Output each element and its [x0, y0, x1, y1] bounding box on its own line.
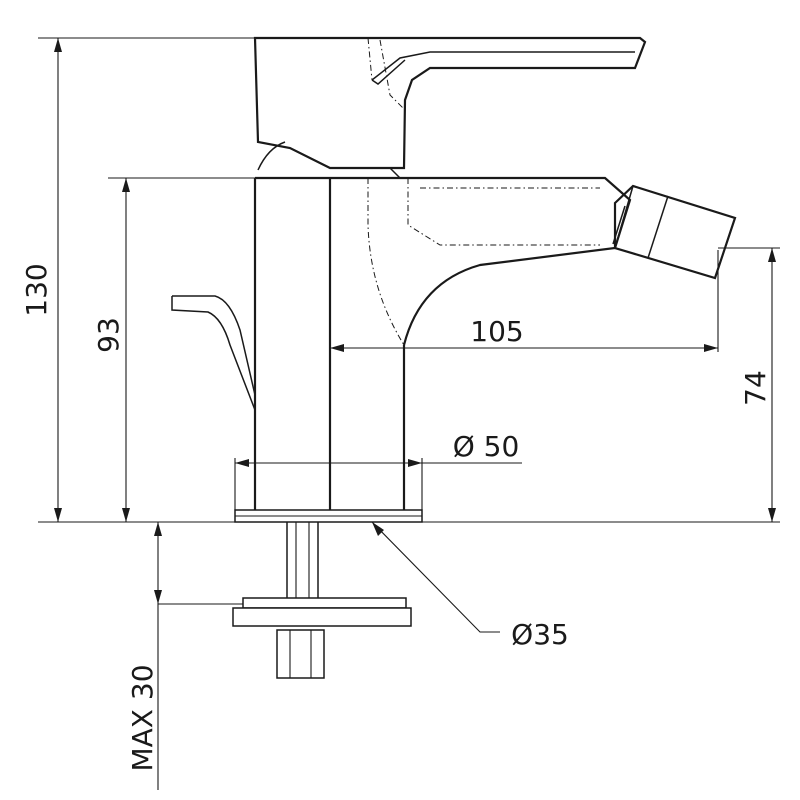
dimension-lines	[38, 37, 780, 790]
label-mount-hole-diameter: Ø35	[511, 618, 569, 651]
lever-sweep	[371, 51, 635, 81]
faucet-outline	[171, 36, 737, 679]
cartridge-neck	[257, 141, 401, 179]
threaded-stud	[286, 522, 319, 598]
spout-body	[255, 176, 632, 346]
label-spout-reach: 105	[470, 315, 523, 348]
label-base-diameter: Ø 50	[453, 430, 520, 463]
label-spout-height: 74	[739, 370, 772, 406]
spray-nozzle	[613, 184, 737, 280]
label-max-thickness: MAX 30	[126, 664, 159, 771]
label-total-height: 130	[20, 263, 53, 316]
lever-handle	[253, 36, 647, 170]
leader-diameter-35	[371, 521, 500, 633]
fixing-washer	[242, 597, 407, 609]
popup-rod	[171, 295, 256, 411]
dimension-labels: 130 93 105 74 Ø 50 Ø35 MAX 30	[20, 263, 772, 771]
label-body-height: 93	[92, 317, 125, 353]
fixing-nut	[276, 629, 325, 679]
